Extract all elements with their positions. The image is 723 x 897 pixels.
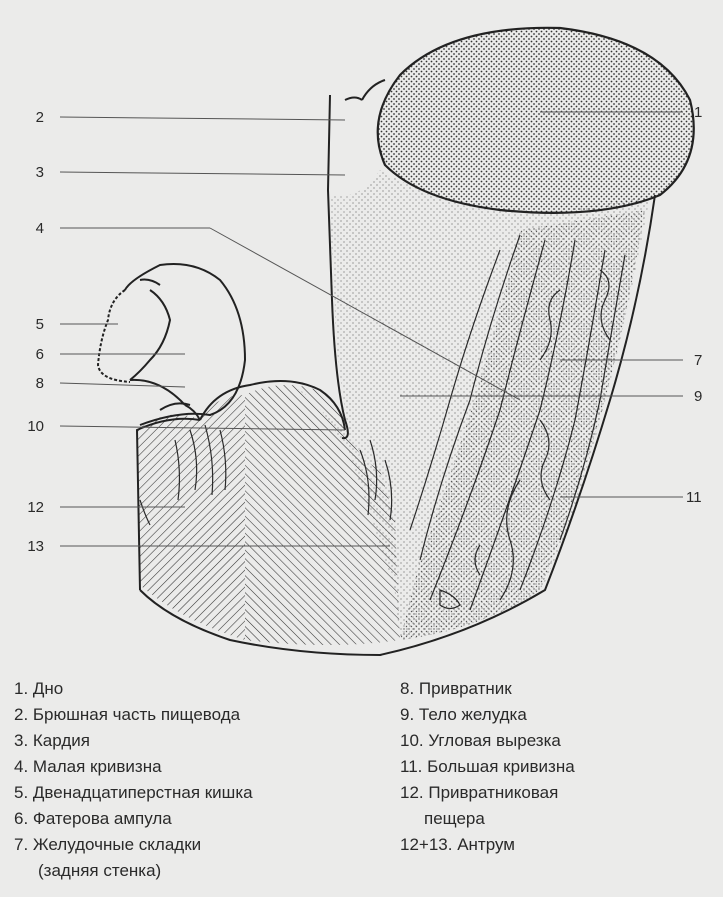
callout-3: 3	[36, 164, 44, 181]
callout-7: 7	[694, 352, 702, 369]
legend-item: 6. Фатерова ампула	[14, 809, 172, 828]
callout-5: 5	[36, 316, 44, 333]
stomach-anatomy-diagram: 2 3 4 5 6 8 10 12 13 1 7 9 11	[27, 26, 702, 657]
legend-item-continuation: (задняя стенка)	[38, 861, 162, 880]
legend-item: 11. Большая кривизна	[400, 757, 575, 776]
legend-item: 2. Брюшная часть пищевода	[14, 705, 241, 724]
legend-item: 10. Угловая вырезка	[400, 731, 561, 750]
legend-item: 5. Двенадцатиперстная кишка	[14, 783, 253, 802]
antrum-region	[245, 385, 400, 645]
legend-item: 12. Привратниковая	[400, 783, 559, 802]
callout-4: 4	[36, 220, 44, 237]
leader-lines	[59, 111, 683, 547]
legend-item: 3. Кардия	[14, 731, 90, 750]
callout-2: 2	[36, 109, 44, 126]
callout-11: 11	[686, 489, 702, 506]
callout-6: 6	[36, 346, 44, 363]
legend-item: 4. Малая кривизна	[14, 757, 162, 776]
fundus	[376, 26, 695, 214]
callout-1: 1	[694, 104, 702, 121]
legend-left-column: 1. Дно 2. Брюшная часть пищевода 3. Кард…	[14, 676, 253, 884]
legend-item: 9. Тело желудка	[400, 705, 527, 724]
legend-item: 12+13. Антрум	[400, 835, 515, 854]
callout-12: 12	[27, 499, 44, 516]
legend-item: 7. Желудочные складки	[14, 835, 202, 854]
callout-13: 13	[27, 538, 44, 555]
callout-labels: 2 3 4 5 6 8 10 12 13 1 7 9 11	[27, 104, 702, 555]
callout-8: 8	[36, 375, 44, 392]
callout-10: 10	[27, 418, 44, 435]
callout-9: 9	[694, 388, 702, 405]
legend-right-column: 8. Привратник 9. Тело желудка 10. Углова…	[400, 676, 575, 858]
legend-item: 8. Привратник	[400, 679, 512, 698]
legend-item: 1. Дно	[14, 679, 64, 698]
legend-item-continuation: пещера	[424, 809, 485, 828]
greater-curvature-region	[400, 210, 645, 640]
pyloric-antrum-region	[137, 395, 245, 640]
